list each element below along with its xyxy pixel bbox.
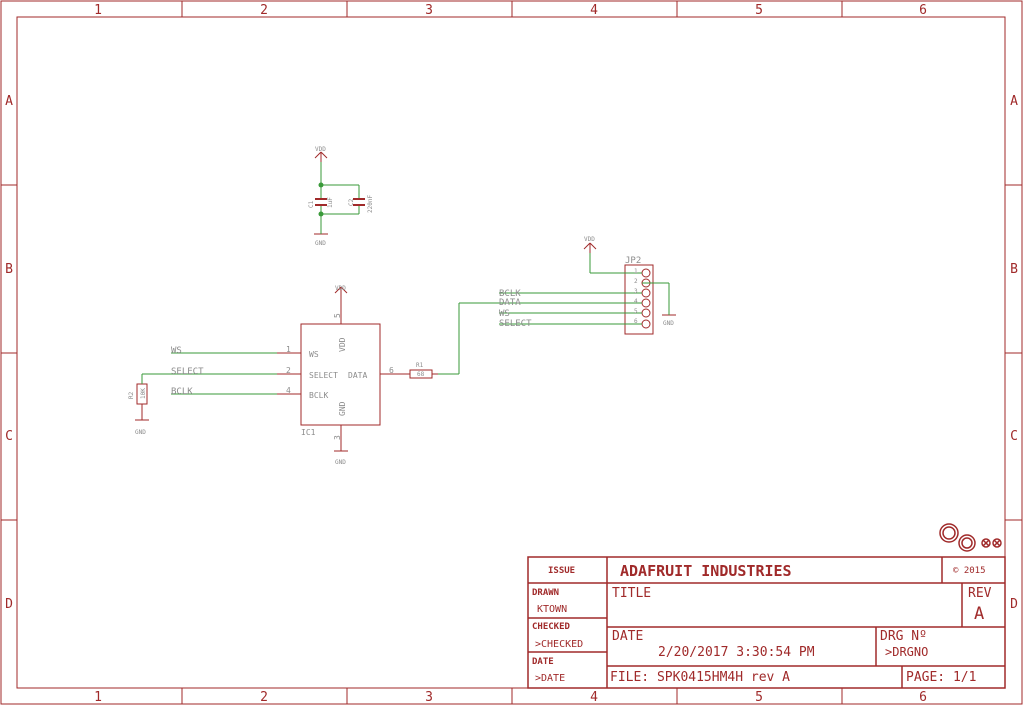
logo-cross-circle-2 bbox=[992, 538, 1002, 548]
ic1-ref-label: IC1 bbox=[301, 428, 316, 437]
ic1-microphone: WS SELECT DATA BCLK VDD GND 1 2 4 6 5 3 … bbox=[128, 285, 460, 466]
row-label-b-left: B bbox=[5, 262, 13, 277]
ic1-pin-num-1: 1 bbox=[286, 345, 291, 354]
drawn-label: DRAWN bbox=[532, 588, 559, 598]
connector-jp2: VDD GND 1 2 3 4 5 6 JP2 BCLK DATA WS SEL… bbox=[459, 236, 676, 335]
col-label-3-top: 3 bbox=[425, 3, 433, 18]
jp2-pin-2: 2 bbox=[634, 278, 638, 285]
row-label-b-right: B bbox=[1010, 262, 1018, 277]
r1-value-label: 68 bbox=[417, 371, 425, 378]
col-label-6-top: 6 bbox=[919, 3, 927, 18]
junction-dot bbox=[318, 182, 324, 188]
col-label-5-top: 5 bbox=[755, 3, 763, 18]
row-label-d-right: D bbox=[1010, 597, 1018, 612]
frame-zone-labels: 1 2 3 4 5 6 1 2 3 4 5 6 A B C D A B C D bbox=[5, 3, 1018, 705]
ic1-pin-num-2: 2 bbox=[286, 366, 291, 375]
row-label-a-right: A bbox=[1010, 94, 1018, 109]
ic1-pin-num-6: 6 bbox=[389, 366, 394, 375]
company-name: ADAFRUIT INDUSTRIES bbox=[620, 562, 792, 580]
rev-value: A bbox=[974, 604, 984, 624]
ic1-pin-name-vdd: VDD bbox=[338, 337, 347, 352]
title-label: TITLE bbox=[612, 586, 651, 601]
ic1-pin-name-gnd: GND bbox=[338, 401, 347, 416]
issue-label: ISSUE bbox=[548, 566, 575, 576]
r2-ref-label: R2 bbox=[128, 391, 135, 399]
net-label-select: SELECT bbox=[499, 319, 532, 329]
page-label: PAGE: 1/1 bbox=[906, 670, 976, 685]
ic1-pin-num-4: 4 bbox=[286, 386, 291, 395]
drg-value: >DRGNO bbox=[885, 645, 928, 659]
r2-value-label: 10K bbox=[140, 388, 147, 399]
date-label: DATE bbox=[612, 629, 643, 644]
logo-cross-circle-1 bbox=[981, 538, 991, 548]
jp2-pin-4: 4 bbox=[634, 298, 638, 305]
jp2-vdd-label: VDD bbox=[584, 236, 595, 243]
jp2-gnd-label: GND bbox=[663, 320, 674, 327]
jp2-ref-label: JP2 bbox=[625, 256, 641, 266]
row-label-a-left: A bbox=[5, 94, 13, 109]
col-label-4-bottom: 4 bbox=[590, 690, 598, 705]
ic1-pin-name-data: DATA bbox=[348, 371, 367, 380]
logo-marks bbox=[939, 523, 1002, 552]
col-label-2-top: 2 bbox=[260, 3, 268, 18]
checked-label: CHECKED bbox=[532, 622, 571, 632]
checked-value: >CHECKED bbox=[535, 639, 583, 650]
row-label-c-right: C bbox=[1010, 429, 1018, 444]
c1-ref-label: C1 bbox=[308, 200, 315, 208]
col-label-3-bottom: 3 bbox=[425, 690, 433, 705]
cap-vdd-label: VDD bbox=[315, 146, 326, 153]
junction-dot bbox=[318, 211, 324, 217]
ic1-pin-num-5: 5 bbox=[333, 313, 342, 318]
col-label-6-bottom: 6 bbox=[919, 690, 927, 705]
col-label-5-bottom: 5 bbox=[755, 690, 763, 705]
net-label-select-left: SELECT bbox=[171, 367, 204, 377]
jp2-pin-5: 5 bbox=[634, 308, 638, 315]
col-label-4-top: 4 bbox=[590, 3, 598, 18]
date-value: 2/20/2017 3:30:54 PM bbox=[658, 645, 815, 660]
ic1-pin-name-ws: WS bbox=[309, 350, 319, 359]
cap-gnd-label: GND bbox=[315, 240, 326, 247]
net-label-bclk-left: BCLK bbox=[171, 387, 193, 397]
net-label-ws-left: WS bbox=[171, 346, 182, 356]
row-label-d-left: D bbox=[5, 597, 13, 612]
ic1-pin-num-3: 3 bbox=[333, 435, 342, 440]
logo-circle-large bbox=[939, 523, 959, 543]
r2-gnd-label: GND bbox=[135, 429, 146, 436]
jp2-pin-3: 3 bbox=[634, 288, 638, 295]
date-label-side: DATE bbox=[532, 657, 554, 667]
drg-label: DRG Nº bbox=[880, 629, 927, 644]
col-label-1-bottom: 1 bbox=[94, 690, 102, 705]
file-label: FILE: SPK0415HM4H rev A bbox=[610, 670, 790, 685]
net-label-ws: WS bbox=[499, 309, 510, 319]
net-label-data: DATA bbox=[499, 298, 521, 308]
row-label-c-left: C bbox=[5, 429, 13, 444]
ic1-pin-name-bclk: BCLK bbox=[309, 391, 328, 400]
net-label-bclk: BCLK bbox=[499, 289, 521, 299]
r1-ref-label: R1 bbox=[416, 362, 424, 369]
decoupling-capacitors: VDD GND C1 1uF C2 220nF bbox=[308, 146, 374, 247]
c2-ref-label: C2 bbox=[348, 198, 355, 206]
title-block bbox=[527, 556, 1006, 689]
jp2-pin-6: 6 bbox=[634, 318, 638, 325]
logo-circle-medium bbox=[958, 534, 976, 552]
title-block-text: ISSUE ADAFRUIT INDUSTRIES © 2015 TITLE R… bbox=[532, 562, 992, 685]
ic1-vdd-net-label: VDD bbox=[335, 285, 346, 292]
col-label-1-top: 1 bbox=[94, 3, 102, 18]
ic1-gnd-net-label: GND bbox=[335, 459, 346, 466]
drawn-value: KTOWN bbox=[537, 604, 567, 615]
copyright-label: © 2015 bbox=[953, 566, 986, 576]
c1-value-label: 1uF bbox=[327, 197, 334, 208]
col-label-2-bottom: 2 bbox=[260, 690, 268, 705]
ic1-pin-name-select: SELECT bbox=[309, 371, 338, 380]
c2-value-label: 220nF bbox=[367, 195, 374, 213]
date-value-side: >DATE bbox=[535, 673, 565, 684]
rev-label: REV bbox=[968, 586, 992, 601]
jp2-pin-1: 1 bbox=[634, 268, 638, 275]
